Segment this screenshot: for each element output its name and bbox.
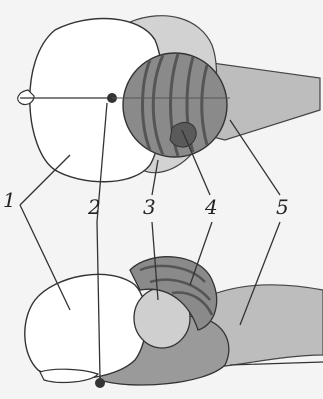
label-2: 2	[88, 197, 101, 217]
label-5: 5	[276, 197, 289, 217]
label-1: 1	[3, 190, 16, 210]
side-pineal-dot	[95, 378, 105, 388]
side-olfactory	[40, 369, 98, 382]
label-3: 3	[143, 197, 156, 217]
lateral-view	[25, 257, 323, 388]
side-hemisphere	[25, 274, 146, 378]
top-cerebellum-lobe	[170, 122, 196, 147]
label-4: 4	[205, 197, 218, 217]
dorsal-view	[18, 16, 320, 182]
